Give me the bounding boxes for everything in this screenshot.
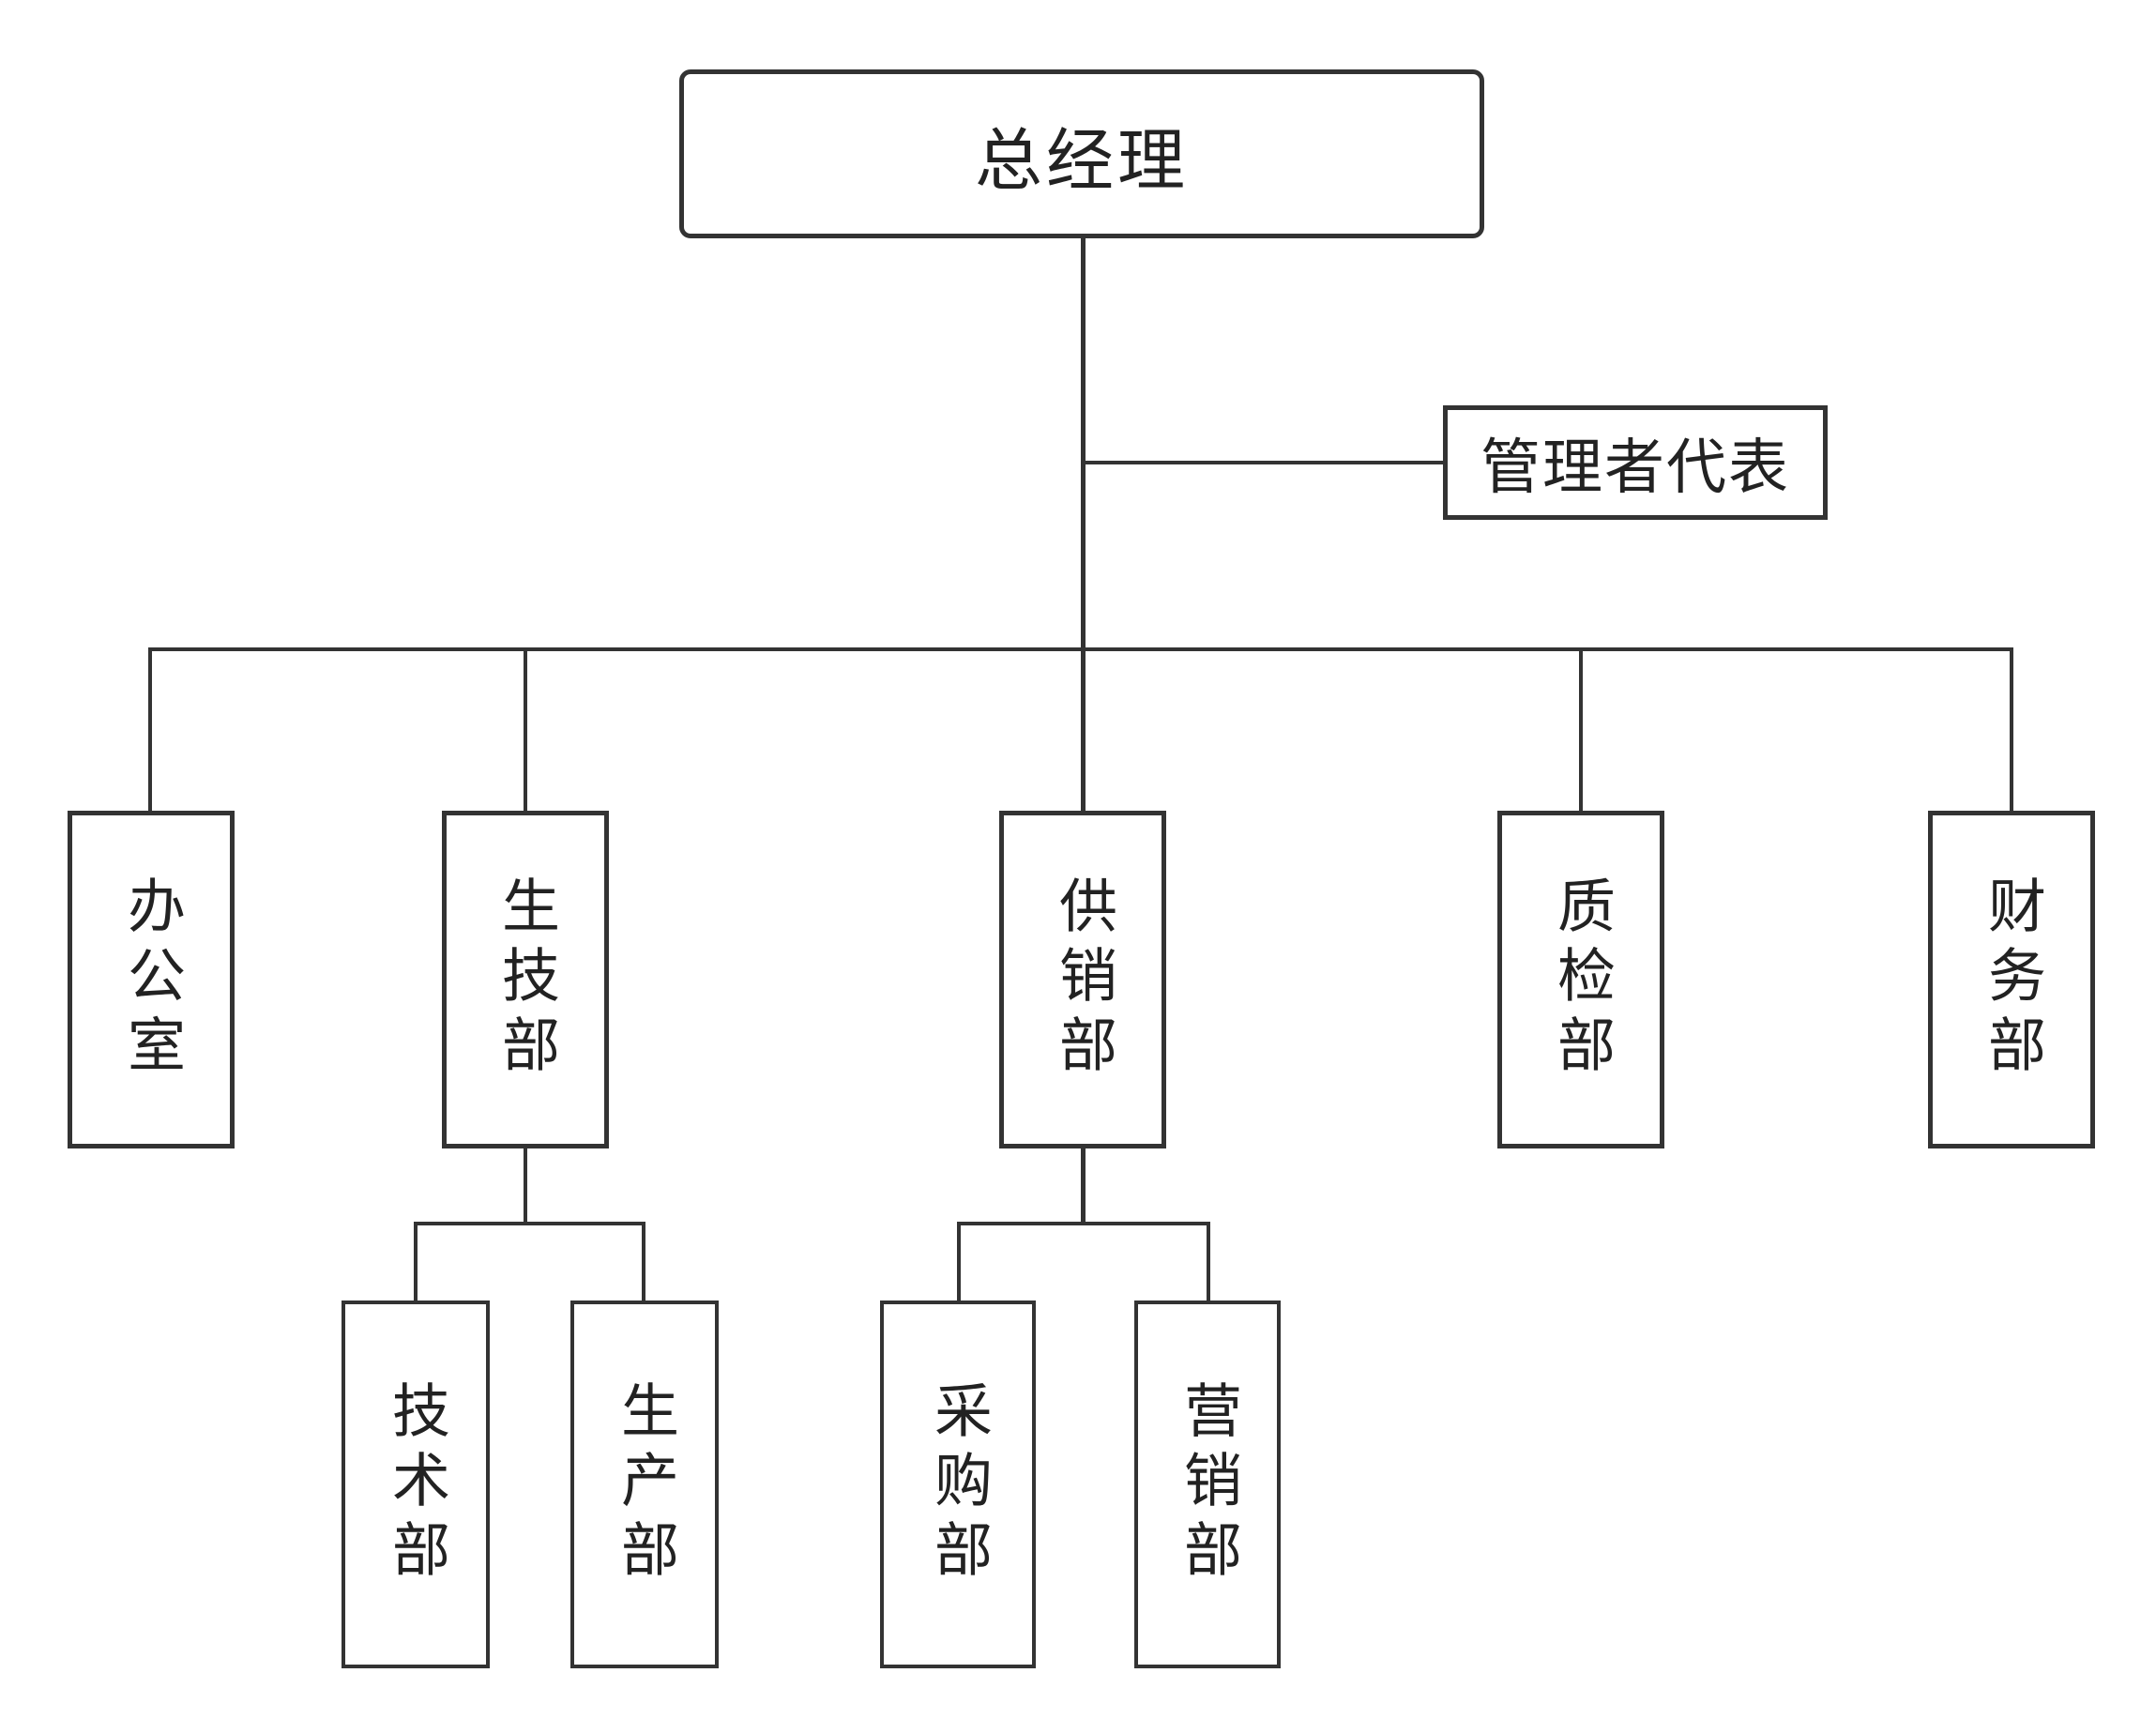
sub-department-marketing-label: 营销部 [1174, 1380, 1242, 1589]
management-representative-label: 管理者代表 [1480, 434, 1790, 503]
sub-department-production-node: 生产部 [570, 1300, 719, 1668]
sub-department-marketing-node: 营销部 [1134, 1300, 1281, 1668]
connector-departments-bus [148, 647, 2012, 651]
management-representative-node: 管理者代表 [1443, 405, 1828, 520]
connector-drop-finance [2010, 647, 2013, 813]
connector-drop-technology [414, 1222, 418, 1302]
department-supply-sales-node: 供销部 [999, 811, 1166, 1148]
department-production-tech-node: 生技部 [442, 811, 609, 1148]
connector-drop-production-tech [524, 647, 527, 813]
connector-drop-production [642, 1222, 645, 1302]
department-office-node: 办公室 [68, 811, 235, 1148]
connector-representative-branch [1081, 461, 1445, 464]
connector-drop-marketing [1207, 1222, 1210, 1302]
connector-drop-purchasing [957, 1222, 961, 1302]
connector-supply-sales-down [1081, 1147, 1086, 1225]
sub-department-production-label: 生产部 [611, 1380, 679, 1589]
connector-drop-supply-sales [1081, 647, 1086, 813]
sub-department-technology-label: 技术部 [382, 1380, 450, 1589]
connector-root-trunk [1081, 236, 1086, 649]
department-production-tech-label: 生技部 [492, 875, 560, 1084]
connector-drop-quality [1579, 647, 1583, 813]
department-supply-sales-label: 供销部 [1049, 875, 1117, 1084]
sub-department-purchasing-label: 采购部 [924, 1380, 993, 1589]
general-manager-label: 总经理 [974, 120, 1189, 200]
department-quality-node: 质检部 [1497, 811, 1664, 1148]
department-quality-label: 质检部 [1547, 875, 1616, 1084]
connector-production-tech-bus [414, 1222, 645, 1225]
department-finance-node: 财务部 [1928, 811, 2095, 1148]
sub-department-technology-node: 技术部 [342, 1300, 490, 1668]
connector-production-tech-down [524, 1147, 527, 1225]
connector-supply-sales-bus [957, 1222, 1210, 1225]
general-manager-node: 总经理 [679, 69, 1484, 238]
connector-drop-office [148, 647, 152, 813]
department-office-label: 办公室 [117, 875, 186, 1084]
department-finance-label: 财务部 [1978, 875, 2046, 1084]
sub-department-purchasing-node: 采购部 [880, 1300, 1036, 1668]
